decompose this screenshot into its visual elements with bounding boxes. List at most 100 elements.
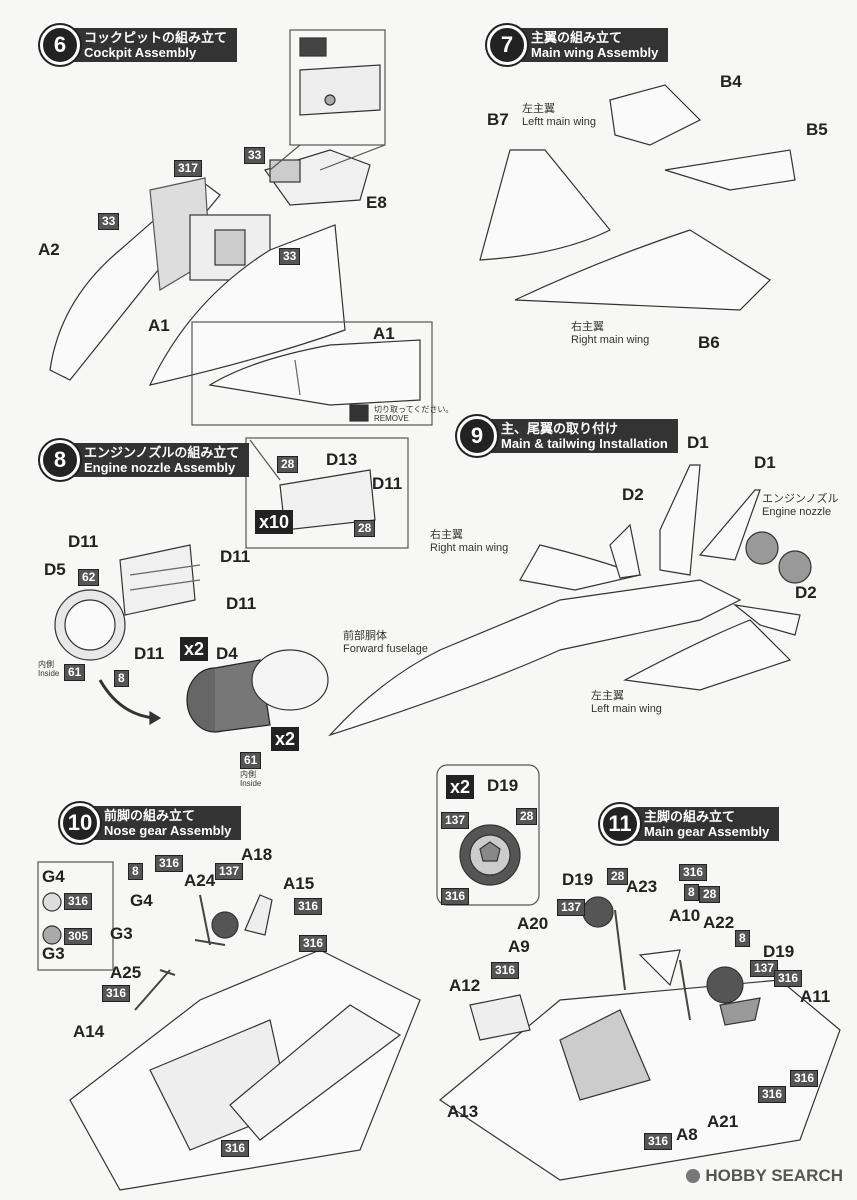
color-callout: 316	[221, 1140, 250, 1157]
quantity-badge: x2	[446, 775, 475, 799]
step-title-en: Main gear Assembly	[644, 824, 770, 839]
step-number: 6	[40, 25, 80, 65]
quantity-badge: x2	[180, 637, 209, 661]
part-label: A20	[517, 914, 549, 933]
color-callout: 316	[102, 985, 131, 1002]
part-label: D11	[68, 532, 99, 551]
color-callout: 28	[277, 456, 299, 473]
note-ja: 左主翼	[591, 690, 624, 702]
note-ja: 右主翼	[430, 529, 463, 541]
step-title-en: Main & tailwing Installation	[501, 436, 668, 451]
step-number: 10	[60, 803, 100, 843]
part-label: A11	[800, 987, 831, 1006]
quantity-badge: x10	[255, 510, 294, 534]
remove-note-en: REMOVE	[374, 414, 409, 423]
right-wing-note: 右主翼 Right main wing	[571, 321, 649, 347]
note-en: Inside	[38, 669, 60, 678]
step-title-ja: エンジンノズルの組み立て	[84, 445, 240, 460]
part-label: D2	[795, 583, 817, 602]
step-11-header: 11 主脚の組み立て Main gear Assembly	[600, 804, 780, 844]
step-title-en: Main wing Assembly	[531, 45, 659, 60]
part-label: D19	[562, 870, 594, 889]
part-label: A12	[449, 976, 481, 995]
part-label: D11	[134, 644, 165, 663]
step-8-header: 8 エンジンノズルの組み立て Engine nozzle Assembly	[40, 440, 250, 480]
color-callout: 8	[128, 863, 143, 880]
note-ja: 右主翼	[571, 321, 604, 333]
note-en: Right main wing	[571, 334, 650, 346]
watermark-text: HOBBY SEARCH	[705, 1166, 843, 1185]
part-label: A25	[110, 963, 142, 982]
remove-note-ja: 切り取ってください。	[374, 405, 454, 414]
color-callout: 316	[294, 898, 323, 915]
left-wing-note: 左主翼 Left main wing	[591, 690, 662, 716]
step-title-ja: コックピットの組み立て	[84, 30, 228, 45]
part-label: A8	[676, 1125, 698, 1144]
color-callout: 33	[244, 147, 266, 164]
note-ja: 左主翼	[522, 103, 555, 115]
note-en: Inside	[240, 779, 262, 788]
color-callout: 316	[679, 864, 708, 881]
step-6-header: 6 コックピットの組み立て Cockpit Assembly	[40, 25, 238, 65]
color-callout: 316	[774, 970, 803, 987]
step-10-header: 10 前脚の組み立て Nose gear Assembly	[60, 803, 242, 843]
part-label: A9	[508, 937, 530, 956]
part-label: A13	[447, 1102, 479, 1121]
part-label: E8	[366, 193, 387, 212]
color-callout: 316	[758, 1086, 787, 1103]
part-label: D4	[216, 644, 238, 663]
left-wing-note: 左主翼 Leftt main wing	[522, 103, 596, 129]
part-label: D2	[622, 485, 644, 504]
part-label: A1	[373, 324, 395, 343]
color-callout: 137	[750, 960, 779, 977]
color-callout: 62	[78, 569, 100, 586]
remove-note: 切り取ってください。 REMOVE	[374, 405, 453, 423]
step-title-ja: 主翼の組み立て	[531, 30, 623, 45]
color-callout: 316	[64, 893, 93, 910]
step-number: 7	[487, 25, 527, 65]
part-label: A2	[38, 240, 60, 259]
step-title-en: Engine nozzle Assembly	[84, 460, 236, 475]
engine-nozzle-note: エンジンノズル Engine nozzle	[762, 493, 838, 519]
note-en: Engine nozzle	[762, 506, 832, 518]
part-label: B5	[806, 120, 828, 139]
step-title-ja: 主、尾翼の取り付け	[501, 421, 619, 436]
part-label: G4	[42, 867, 65, 886]
color-callout: 317	[174, 160, 203, 177]
part-label: G3	[110, 924, 133, 943]
color-callout: 28	[516, 808, 538, 825]
part-label: A15	[283, 874, 315, 893]
part-label: A14	[73, 1022, 105, 1041]
part-label: D19	[487, 776, 519, 795]
part-label: D11	[372, 474, 403, 493]
inside-note: 内側 Inside	[240, 770, 261, 788]
part-label: D13	[326, 450, 358, 469]
step-title: 主翼の組み立て Main wing Assembly	[517, 28, 669, 62]
color-callout: 316	[299, 935, 328, 952]
note-en: Leftt main wing	[522, 116, 596, 128]
part-label: D11	[226, 594, 257, 613]
part-label: A21	[707, 1112, 739, 1131]
step-title: 主、尾翼の取り付け Main & tailwing Installation	[487, 419, 678, 453]
step-number: 9	[457, 416, 497, 456]
note-en: Right main wing	[430, 542, 509, 554]
part-label: B7	[487, 110, 509, 129]
color-callout: 33	[279, 248, 301, 265]
color-callout: 316	[790, 1070, 819, 1087]
step-title: エンジンノズルの組み立て Engine nozzle Assembly	[70, 443, 250, 477]
quantity-badge: x2	[271, 727, 300, 751]
step-title: 前脚の組み立て Nose gear Assembly	[90, 806, 242, 840]
note-en: Left main wing	[591, 703, 662, 715]
forward-fuselage-note: 前部胴体 Forward fuselage	[343, 630, 428, 656]
part-label: A23	[626, 877, 658, 896]
color-callout: 8	[684, 884, 699, 901]
part-label: A1	[148, 316, 170, 335]
part-label: G3	[42, 944, 65, 963]
step-7-header: 7 主翼の組み立て Main wing Assembly	[487, 25, 669, 65]
step-9-header: 9 主、尾翼の取り付け Main & tailwing Installation	[457, 416, 678, 456]
color-callout: 28	[354, 520, 376, 537]
color-callout: 28	[607, 868, 629, 885]
part-label: A22	[703, 913, 735, 932]
part-label: D11	[220, 547, 251, 566]
color-callout: 137	[557, 899, 586, 916]
